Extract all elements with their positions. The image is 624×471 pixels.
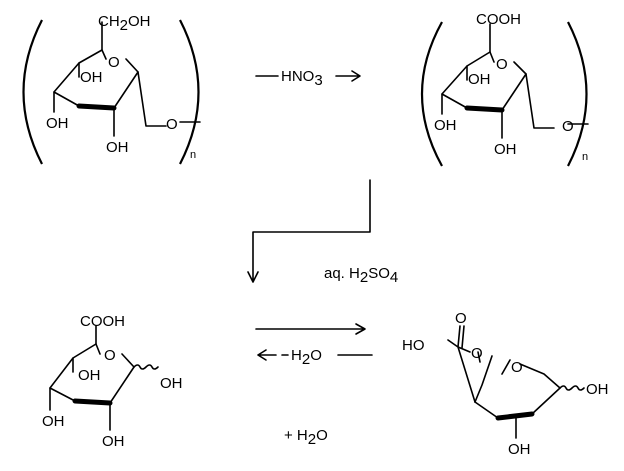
plus-water-label: + H2O	[284, 427, 328, 448]
substituent-bonds	[49, 325, 111, 431]
anomeric-oh-label: OH	[160, 375, 183, 392]
ring-wedge-bond	[495, 411, 535, 421]
reverse-arrow	[257, 349, 373, 361]
oh-label: OH	[508, 441, 531, 458]
ring-oxygen-label: O	[108, 54, 120, 71]
anomeric-wavy-bond	[133, 364, 159, 370]
anomeric-wavy-bond	[559, 385, 585, 391]
subscript-n: n	[582, 151, 588, 163]
oh-label-c2: OH	[102, 433, 125, 450]
left-parenthesis	[421, 21, 443, 167]
cooh-label: COOH	[476, 11, 521, 28]
oh-label-c3: OH	[80, 69, 103, 86]
subscript-n: n	[190, 149, 196, 161]
ho-label: HO	[402, 337, 425, 354]
ring-wedge-bond	[72, 398, 113, 406]
cooh-label: COOH	[80, 313, 125, 330]
ring-oxygen-label: O	[511, 359, 523, 376]
right-parenthesis	[179, 19, 200, 165]
lactone-bonds	[447, 325, 481, 403]
right-parenthesis	[567, 21, 588, 167]
glucuronic-acid: COOH O OH OH OH OH	[42, 313, 183, 450]
glucuronolactone: O HO O O OH OH	[402, 310, 609, 458]
ring-oxygen-label: O	[496, 56, 508, 73]
oxidation-arrow: HNO3	[255, 68, 361, 89]
anomeric-oh-label: OH	[586, 381, 609, 398]
forward-arrow	[255, 323, 366, 335]
left-parenthesis	[22, 19, 43, 165]
lactone-oxygen-label: O	[471, 345, 483, 362]
ring-bonds	[474, 355, 561, 419]
oh-label-c3: OH	[78, 367, 101, 384]
glycosidic-oxygen-label: O	[166, 116, 178, 133]
oh-label-c4: OH	[42, 413, 65, 430]
oh-label-c4: OH	[46, 115, 69, 132]
oxidized-unit: COOH O OH OH OH O n	[421, 11, 589, 167]
ring-wedge-bond	[76, 103, 117, 111]
oh-label-c3: OH	[468, 71, 491, 88]
ring-oxygen-label: O	[104, 347, 116, 364]
cellulose-unit: CH2OH O OH OH OH O n	[22, 13, 201, 165]
carbonyl-oxygen-label: O	[455, 310, 467, 327]
oh-label-c2: OH	[106, 139, 129, 156]
ring-wedge-bond	[464, 105, 505, 113]
oh-label-c4: OH	[434, 117, 457, 134]
hydrolysis-arrow: aq. H2SO4	[247, 179, 398, 286]
glycosidic-oxygen-label: O	[562, 118, 574, 135]
ch2oh-label: CH2OH	[98, 13, 151, 34]
reverse-water-label: H2O	[291, 347, 322, 368]
hno3-label: HNO3	[281, 68, 323, 89]
substituent-bonds	[441, 23, 589, 139]
equilibrium-arrows: H2O + H2O	[255, 323, 373, 448]
acid-label: aq. H2SO4	[324, 265, 398, 286]
oh-label-c2: OH	[494, 141, 517, 158]
substituent-bonds	[53, 21, 201, 137]
